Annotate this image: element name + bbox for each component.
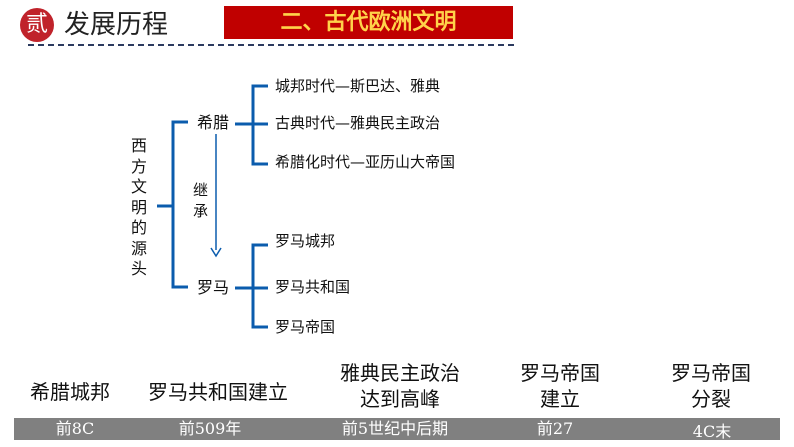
greece-bracket [235,84,268,166]
timeline-date: 4C末 [692,422,732,441]
chapter-banner: 二、古代欧洲文明 [224,6,513,39]
timeline-date: 前5世纪中后期 [341,419,449,438]
inherit-label: 继承 [193,181,209,220]
section-badge: 贰 [20,8,54,42]
divider [28,44,514,46]
timeline-event: 罗马帝国 分裂 [656,360,766,412]
greece-item: 希腊化时代—亚历山大帝国 [275,153,456,171]
rome-item: 罗马帝国 [275,318,336,336]
greece-item: 城邦时代—斯巴达、雅典 [275,77,441,95]
root-label: 西方文明的源头 [131,136,148,278]
event-line: 建立 [540,387,580,411]
timeline-event: 罗马帝国 建立 [505,360,615,412]
event-line: 分裂 [691,387,731,411]
event-line: 达到高峰 [360,387,440,411]
timeline-date: 前27 [536,419,574,438]
event-line: 罗马帝国 [520,361,600,385]
timeline-date: 前509年 [178,419,242,438]
root-bracket [157,120,188,289]
rome-bracket [235,243,268,329]
arrow-head [210,247,222,258]
event-line: 雅典民主政治 [340,361,460,385]
timeline-bar [14,418,780,440]
rome-label: 罗马 [197,278,230,297]
section-title: 发展历程 [64,10,169,40]
timeline-date: 前8C [55,419,95,438]
timeline-event: 罗马共和国建立 [148,380,288,404]
timeline-event: 希腊城邦 [30,380,110,404]
timeline-event: 雅典民主政治 达到高峰 [320,360,480,412]
rome-item: 罗马城邦 [275,232,336,250]
rome-item: 罗马共和国 [275,278,351,296]
greece-item: 古典时代—雅典民主政治 [275,114,441,132]
event-line: 罗马帝国 [671,361,751,385]
greece-label: 希腊 [197,113,230,132]
